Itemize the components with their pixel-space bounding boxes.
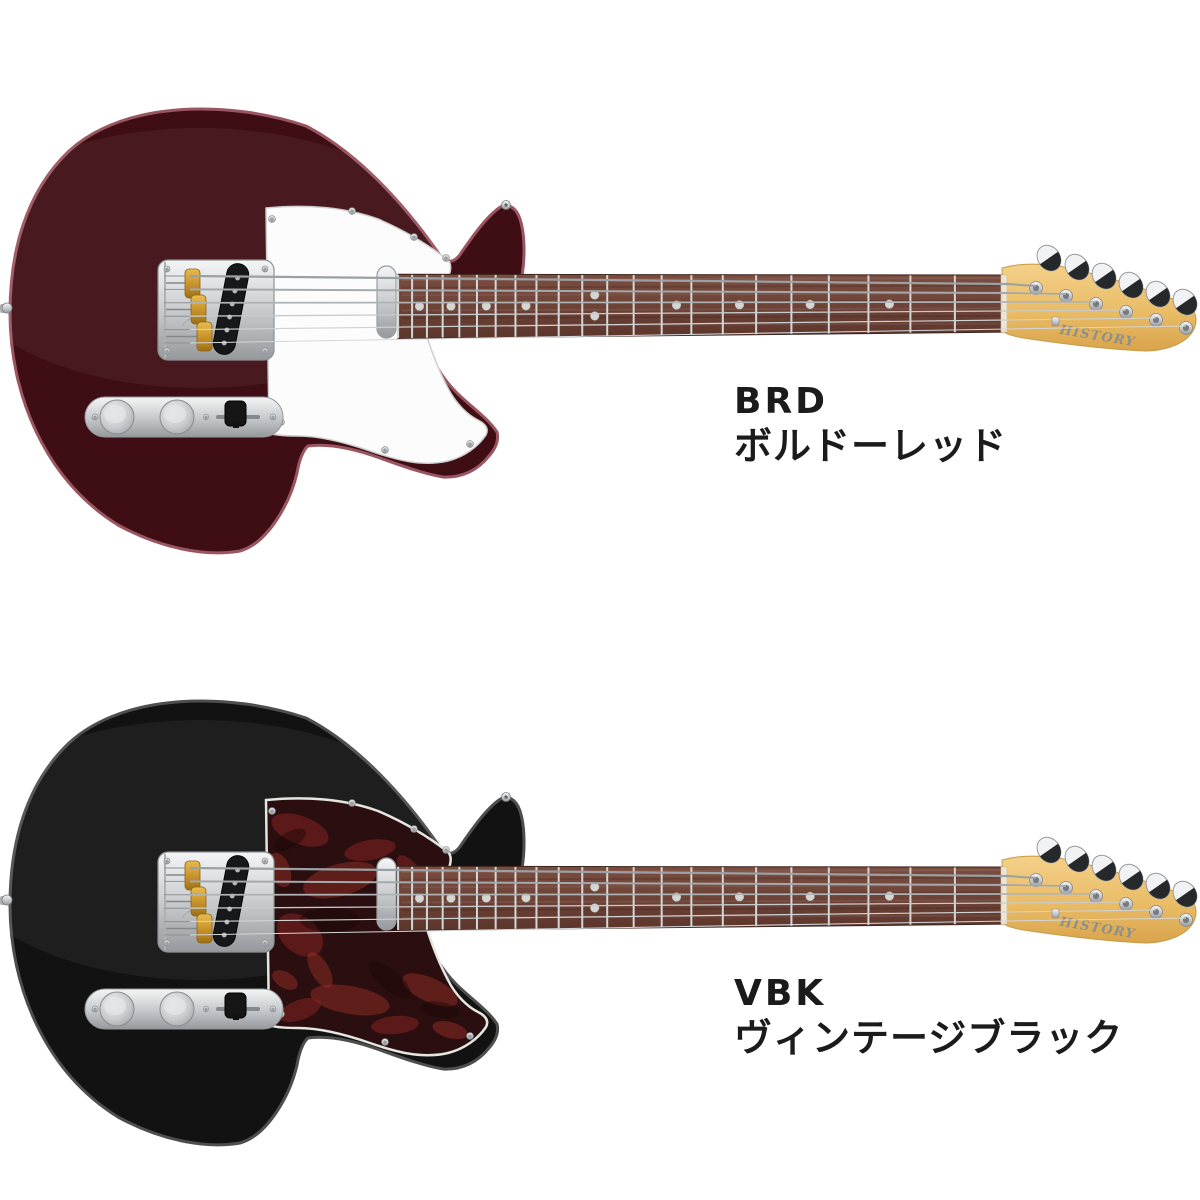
variant-code-text: BRD (734, 381, 829, 422)
guitar-photo-vintage-black (0, 680, 1200, 1180)
variant-code-text: VBK (734, 973, 827, 1014)
guitar-photo-bordeaux-red (0, 88, 1200, 588)
product-variant-brd: BRD ボルドーレッド (0, 88, 1200, 608)
variant-label: BRD ボルドーレッド (734, 381, 1008, 468)
variant-name-text: ボルドーレッド (734, 424, 1008, 468)
variant-name-text: ヴィンテージブラック (734, 1016, 1124, 1060)
variant-label: VBK ヴィンテージブラック (734, 973, 1124, 1060)
product-variant-vbk: VBK ヴィンテージブラック (0, 680, 1200, 1200)
